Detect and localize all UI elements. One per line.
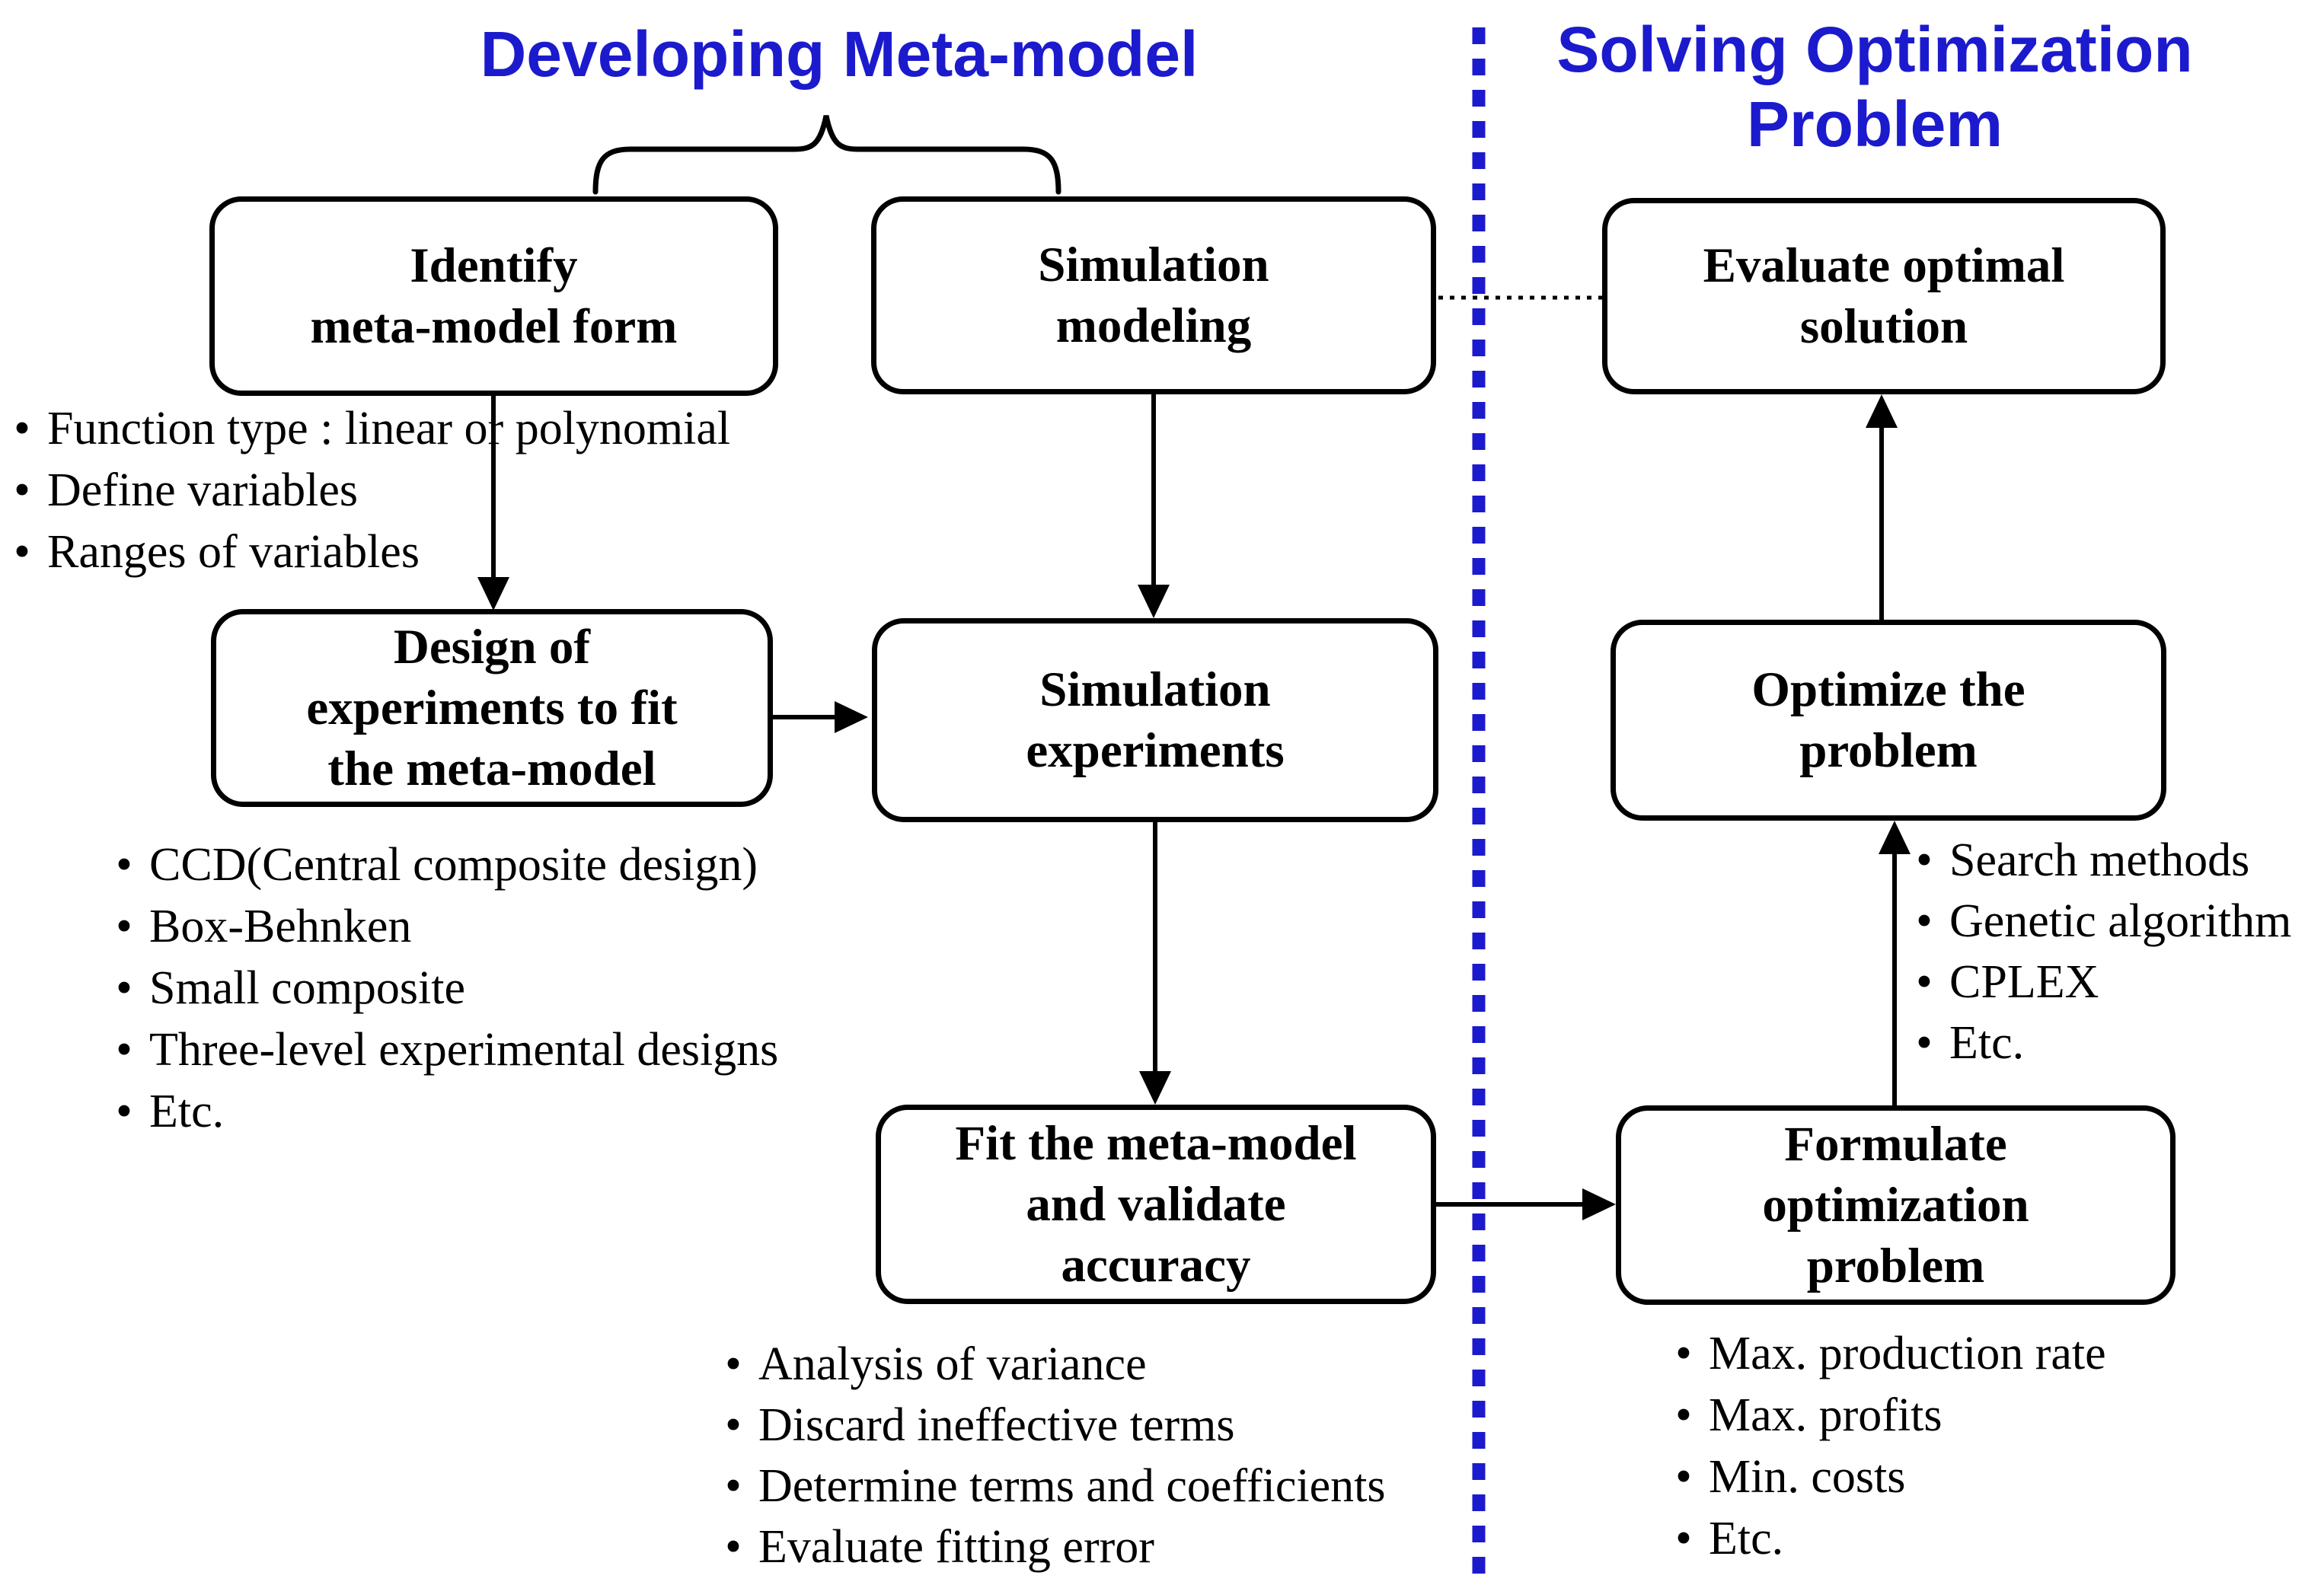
node-identify-meta-model-form: Identify meta-model form: [209, 196, 778, 396]
brace-icon: [592, 115, 1061, 195]
bullet-icon: •: [116, 839, 132, 891]
list-item: • Determine terms and coefficients: [722, 1456, 1385, 1516]
list-optimize-notes: • Search methods • Genetic algorithm • C…: [1913, 830, 2291, 1073]
list-item-label: Ranges of variables: [47, 526, 420, 578]
bullet-icon: •: [1675, 1389, 1692, 1441]
list-item: • Evaluate fitting error: [722, 1516, 1385, 1577]
list-design-notes: • CCD(Central composite design) • Box-Be…: [113, 834, 778, 1143]
bullet-icon: •: [1916, 955, 1933, 1008]
list-item: • Max. profits: [1672, 1385, 2106, 1446]
list-item: • Ranges of variables: [11, 521, 730, 583]
list-item-label: Three-level experimental designs: [149, 1024, 779, 1076]
list-item-label: CCD(Central composite design): [149, 839, 758, 891]
list-item: • Define variables: [11, 460, 730, 521]
section-title-solving-optimization: Solving Optimization Problem: [1556, 14, 2193, 160]
bullet-icon: •: [116, 1024, 132, 1076]
bullet-icon: •: [725, 1398, 742, 1451]
list-item-label: Min. costs: [1709, 1451, 1906, 1503]
list-identify-notes: • Function type : linear or polynomial •…: [11, 398, 730, 583]
list-item-label: Search methods: [1949, 834, 2250, 886]
bullet-icon: •: [1675, 1451, 1692, 1503]
arrow-optimize-to-evaluate: [1866, 394, 1898, 620]
list-item-label: Etc.: [1709, 1513, 1784, 1564]
list-formulate-notes: • Max. production rate • Max. profits • …: [1672, 1323, 2106, 1570]
list-item-label: Discard ineffective terms: [758, 1398, 1235, 1451]
bullet-icon: •: [116, 901, 132, 952]
arrow-fit-to-formulate: [1436, 1188, 1616, 1220]
arrow-design-to-simexperiments: [772, 701, 868, 733]
bullet-icon: •: [14, 526, 30, 578]
list-item-label: CPLEX: [1949, 955, 2099, 1008]
list-fit-notes: • Analysis of variance • Discard ineffec…: [722, 1334, 1385, 1577]
node-formulate-optimization-problem: Formulate optimization problem: [1616, 1105, 2176, 1305]
bullet-icon: •: [1916, 834, 1933, 886]
list-item: • Etc.: [113, 1081, 778, 1143]
bullet-icon: •: [725, 1338, 742, 1390]
node-simulation-modeling: Simulation modeling: [871, 196, 1436, 394]
bullet-icon: •: [1916, 1016, 1933, 1069]
list-item: • Min. costs: [1672, 1446, 2106, 1508]
list-item-label: Analysis of variance: [758, 1338, 1147, 1390]
list-item: • Three-level experimental designs: [113, 1019, 778, 1081]
list-item-label: Define variables: [47, 464, 358, 516]
bullet-icon: •: [116, 962, 132, 1014]
list-item-label: Max. profits: [1709, 1389, 1943, 1441]
list-item-label: Evaluate fitting error: [758, 1520, 1154, 1573]
list-item: • CPLEX: [1913, 952, 2291, 1013]
list-item: • Max. production rate: [1672, 1323, 2106, 1385]
node-design-of-experiments: Design of experiments to fit the meta-mo…: [211, 609, 773, 807]
bullet-icon: •: [1916, 895, 1933, 947]
bullet-icon: •: [1675, 1328, 1692, 1379]
list-item-label: Function type : linear or polynomial: [47, 403, 731, 454]
section-title-developing-meta-model: Developing Meta-model: [480, 18, 1199, 90]
arrow-formulate-to-optimize: [1879, 821, 1911, 1105]
list-item-label: Box-Behnken: [149, 901, 412, 952]
bullet-icon: •: [725, 1459, 742, 1512]
list-item: • Genetic algorithm: [1913, 891, 2291, 952]
list-item-label: Genetic algorithm: [1949, 895, 2292, 947]
list-item: • Etc.: [1913, 1013, 2291, 1073]
list-item: • Small composite: [113, 958, 778, 1019]
node-optimize-the-problem: Optimize the problem: [1611, 620, 2166, 821]
list-item: • Etc.: [1672, 1508, 2106, 1570]
list-item: • Search methods: [1913, 830, 2291, 891]
list-item-label: Etc.: [149, 1086, 225, 1137]
arrow-identify-to-design: [477, 396, 509, 611]
node-simulation-experiments: Simulation experiments: [872, 618, 1438, 822]
list-item: • CCD(Central composite design): [113, 834, 778, 896]
bullet-icon: •: [116, 1086, 132, 1137]
list-item-label: Etc.: [1949, 1016, 2025, 1069]
bullet-icon: •: [725, 1520, 742, 1573]
list-item: • Discard ineffective terms: [722, 1395, 1385, 1456]
bullet-icon: •: [1675, 1513, 1692, 1564]
list-item: • Function type : linear or polynomial: [11, 398, 730, 460]
list-item-label: Small composite: [149, 962, 466, 1014]
list-item: • Analysis of variance: [722, 1334, 1385, 1395]
node-evaluate-optimal-solution: Evaluate optimal solution: [1602, 198, 2166, 394]
arrow-simmodeling-to-simexperiments: [1138, 394, 1170, 618]
list-item-label: Max. production rate: [1709, 1328, 2106, 1379]
arrow-simexperiments-to-fit: [1139, 822, 1171, 1105]
node-fit-meta-model-validate: Fit the meta-model and validate accuracy: [876, 1105, 1436, 1304]
bullet-icon: •: [14, 403, 30, 454]
bullet-icon: •: [14, 464, 30, 516]
list-item: • Box-Behnken: [113, 896, 778, 958]
list-item-label: Determine terms and coefficients: [758, 1459, 1386, 1512]
